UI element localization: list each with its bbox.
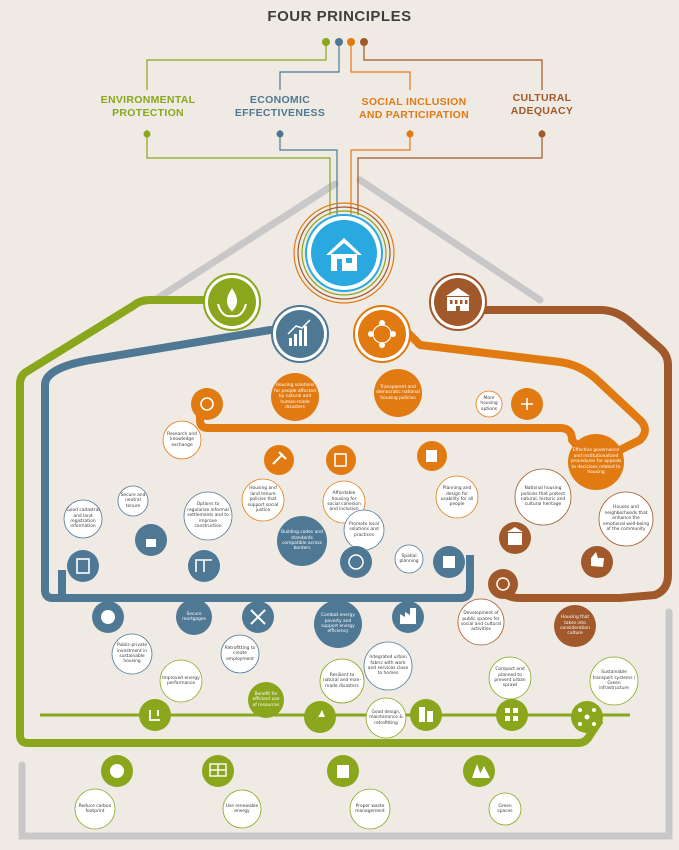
label-governance: Effective governance and institutionaliz… <box>570 448 622 476</box>
plug-icon <box>149 710 160 721</box>
houses-cluster-icon <box>505 708 518 721</box>
hands-leaf-icon <box>217 288 247 318</box>
green-items <box>74 656 639 830</box>
principle-environmental: ENVIRONMENTAL PROTECTION <box>88 94 208 120</box>
solar-panel-icon <box>209 763 227 777</box>
principle-line2: ADEQUACY <box>510 105 574 117</box>
door-icon <box>334 453 347 467</box>
tools-icon <box>250 609 266 625</box>
principle-line1: ECONOMIC <box>249 94 311 106</box>
principle-connectors <box>146 45 543 215</box>
blue-principle-node <box>271 305 329 363</box>
heritage-building-icon <box>446 288 470 311</box>
dollar-icon <box>101 610 115 624</box>
label-good-design: Good design, maintenance & retrofitting <box>369 709 403 726</box>
clipboard-icon <box>76 558 90 574</box>
label-waste: Proper waste management <box>355 803 385 814</box>
lock-icon <box>146 539 156 547</box>
cloud-carbon-icon <box>110 764 124 778</box>
label-neutral-tenure: Secure and neutral tenure <box>120 492 146 509</box>
label-energy-poverty: Combat energy poverty and support energy… <box>321 613 355 635</box>
people-circle-icon <box>368 320 396 348</box>
label-informal-settlements: Options to regularize informal settlemen… <box>187 502 229 530</box>
orange-principle-node <box>353 305 411 363</box>
label-compact: Compact and planned to prevent urban spr… <box>494 667 526 689</box>
orange-items <box>162 369 624 524</box>
factory-icon <box>400 608 416 624</box>
brown-items <box>457 468 654 647</box>
roof-frame <box>18 176 673 840</box>
label-resource-efficiency: Benefit for efficient use of resources <box>252 691 280 708</box>
museum-icon <box>507 527 523 545</box>
label-energy-performance: Improved energy performance <box>162 675 200 686</box>
label-green-spaces: Green spaces <box>497 803 513 814</box>
label-heritage-policies: National housing policies that protect n… <box>520 486 566 508</box>
crane-icon <box>195 559 212 572</box>
principle-social: SOCIAL INCLUSION AND PARTICIPATION <box>344 96 484 122</box>
label-local-solutions: Promote local solutions and practices <box>349 521 379 538</box>
principle-line2: AND PARTICIPATION <box>358 109 470 121</box>
center-hub <box>293 202 395 304</box>
principle-economic: ECONOMIC EFFECTIVENESS <box>222 94 338 120</box>
label-cadastral: Good cadastral and land registration inf… <box>66 508 100 530</box>
label-carbon: Reduce carbon footprint <box>78 803 112 814</box>
gavel-icon <box>272 451 287 465</box>
label-emotional-wellbeing: Houses and neighborhoods that enhance th… <box>603 505 649 533</box>
plan-icon <box>426 450 437 462</box>
label-resilient: Resilient to natural and man-made disast… <box>322 672 362 689</box>
label-urban-fabric: Integrated urban fabric with work and se… <box>367 655 409 677</box>
label-disaster-housing: Housing solutions for people affected by… <box>274 383 316 411</box>
brown-principle-node <box>429 273 487 331</box>
principle-cultural: CULTURAL ADEQUACY <box>494 92 590 118</box>
house-icon <box>326 238 362 271</box>
principle-line1: CULTURAL <box>512 92 572 104</box>
waste-bin-icon <box>337 765 349 778</box>
label-secure-mortgages: Secure mortgages <box>182 611 206 622</box>
trees-icon <box>472 764 490 778</box>
green-principle-node <box>203 273 261 331</box>
label-usability: Planning and design for usability for al… <box>440 486 474 508</box>
label-land-tenure: Housing and land tenure policies that su… <box>247 486 279 514</box>
thumbs-up-icon <box>591 552 604 567</box>
arrows-icon <box>521 398 533 410</box>
principle-line2: EFFECTIVENESS <box>234 107 326 119</box>
principle-line1: ENVIRONMENTAL <box>100 94 196 106</box>
label-public-spaces: Development of public spaces for social … <box>460 611 502 633</box>
label-transparent-policies: Transparent and democratic national hous… <box>376 384 420 401</box>
label-spatial-planning: Spatial planning <box>399 553 419 564</box>
building-icon <box>419 707 425 722</box>
magnifier-icon <box>200 397 214 411</box>
blue-items <box>63 485 465 691</box>
shield-icon <box>315 710 325 723</box>
network-icon <box>578 708 596 726</box>
check-icon <box>348 554 364 570</box>
principle-line2: PROTECTION <box>112 107 184 119</box>
blue-track <box>41 326 474 602</box>
bicycle-icon <box>496 577 510 591</box>
growth-chart-icon <box>287 319 311 346</box>
label-building-codes: Building codes and standards compatible … <box>281 530 323 552</box>
label-affordable: Affordable housing for social cohesion a… <box>327 491 361 513</box>
page-title: FOUR PRINCIPLES <box>267 8 412 25</box>
label-transport: Sustainable transport systems / Green in… <box>592 670 636 692</box>
principle-line1: SOCIAL INCLUSION <box>361 96 467 108</box>
orange-track <box>196 327 649 458</box>
connector-dots <box>143 38 546 138</box>
label-culture-housing: Housing that takes into consideration cu… <box>560 615 590 637</box>
label-renewable: Use renewable energy <box>225 803 259 814</box>
label-research: Research and knowledge exchange <box>167 431 197 448</box>
label-public-private: Public-private investment in sustainable… <box>116 643 148 665</box>
label-retrofitting: Retrofitting to create employment <box>224 645 256 662</box>
label-more-options: More housing options <box>480 395 498 412</box>
brown-track <box>455 306 672 602</box>
map-icon <box>443 556 455 568</box>
